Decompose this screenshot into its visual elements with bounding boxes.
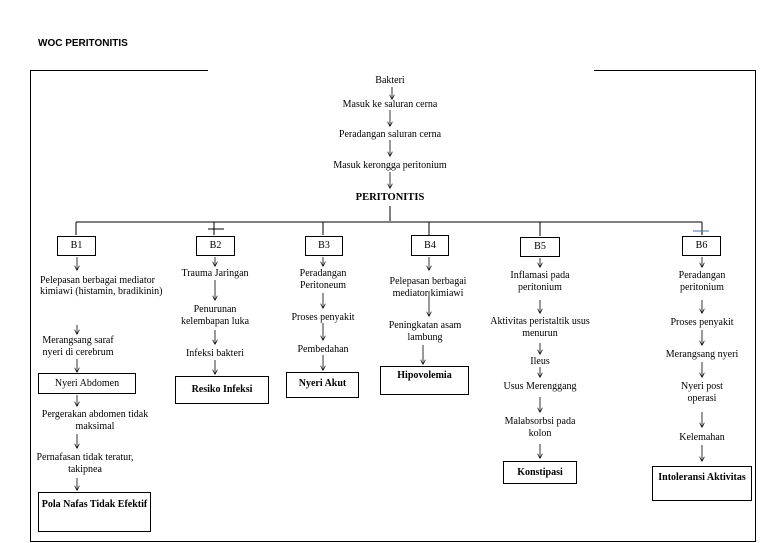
b4-diagnosis-hipovolemia: Hipovolemia: [380, 366, 469, 395]
page-title: WOC PERITONITIS: [38, 38, 128, 49]
b1-diagnosis-pola-nafas: Pola Nafas Tidak Efektif: [38, 492, 151, 532]
b1-step-pernafasan: Pernafasan tidak teratur, takipnea: [36, 452, 134, 475]
b6-step-nyeri-post-operasi: Nyeri post operasi: [681, 381, 723, 404]
b2-step-trauma-jaringan: Trauma Jaringan: [181, 268, 249, 279]
b5-diagnosis-konstipasi: Konstipasi: [503, 461, 577, 484]
b6-step-proses-penyakit: Proses penyakit: [670, 317, 734, 328]
b5-step-peristaltik: Aktivitas peristaltik usus menurun: [490, 316, 590, 339]
b3-diagnosis-nyeri-akut: Nyeri Akut: [286, 372, 359, 398]
b6-step-peradangan: Peradangan peritonium: [678, 270, 726, 293]
b6-step-kelemahan: Kelemahan: [679, 432, 725, 443]
b6-diagnosis-intoleransi-aktivitas: Intoleransi Aktivitas: [652, 466, 752, 501]
b2-diagnosis-resiko-infeksi: Resiko Infeksi: [175, 376, 269, 404]
node-masuk-saluran-cerna: Masuk ke saluran cerna: [342, 99, 438, 110]
node-masuk-kerongga-peritonium: Masuk kerongga peritonium: [333, 160, 447, 171]
b1-step-pergerakan-abdomen: Pergerakan abdomen tidak maksimal: [41, 409, 149, 432]
b3-step-peradangan-peritoneum: Peradangan Peritoneum: [299, 268, 347, 291]
b4-step-asam-lambung: Peningkatan asam lambung: [388, 320, 462, 343]
b3-step-pembedahan: Pembedahan: [297, 344, 349, 355]
b1-diagnosis-nyeri-abdomen: Nyeri Abdomen: [38, 373, 136, 394]
diagram-frame: [30, 70, 756, 542]
node-peritonitis: PERITONITIS: [355, 192, 425, 203]
branch-b4-label: B4: [411, 235, 449, 256]
branch-b5-label: B5: [520, 237, 560, 257]
b5-step-malabsorbsi: Malabsorbsi pada kolon: [504, 416, 576, 439]
frame-top-border-right: [594, 70, 756, 71]
node-peradangan-saluran-cerna: Peradangan saluran cerna: [338, 129, 442, 140]
b2-step-infeksi-bakteri: Infeksi bakteri: [185, 348, 245, 359]
node-bakteri: Bakteri: [375, 75, 405, 86]
b1-step-mediator: Pelepasan berbagai mediator kimiawi (his…: [40, 275, 163, 297]
b3-step-proses-penyakit: Proses penyakit: [291, 312, 355, 323]
b1-step-saraf-nyeri: Merangsang saraf nyeri di cerebrum: [42, 335, 114, 358]
frame-top-border-left: [30, 70, 208, 71]
branch-b2-label: B2: [196, 236, 235, 256]
b2-step-kelembapan-luka: Penurunan kelembapan luka: [180, 304, 250, 327]
b6-step-merangsang-nyeri: Merangsang nyeri: [665, 349, 739, 360]
branch-b1-label: B1: [57, 236, 96, 256]
b5-step-usus-merenggang: Usus Merenggang: [503, 381, 577, 392]
b5-step-ileus: Ileus: [530, 356, 550, 367]
b4-step-mediator-kimiawi: Pelepasan berbagai mediator kimiawi: [389, 276, 467, 299]
b5-step-inflamasi: Inflamasi pada peritonium: [510, 270, 570, 293]
branch-b3-label: B3: [305, 236, 343, 256]
branch-b6-label: B6: [682, 236, 721, 256]
